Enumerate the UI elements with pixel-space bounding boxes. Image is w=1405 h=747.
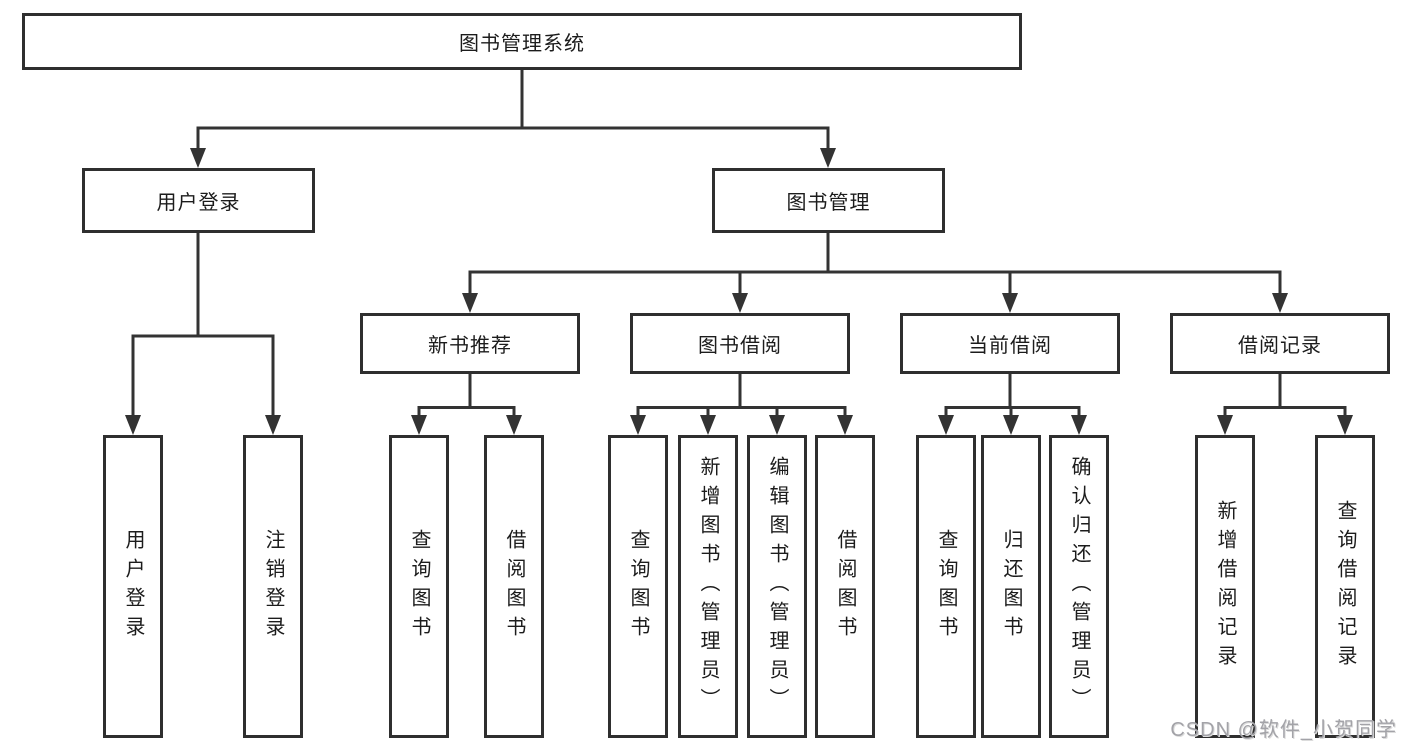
leaf-borrowing-borrow-books-label: 借阅图书 xyxy=(834,528,856,645)
leaf-borrowing-search-books: 查询图书 xyxy=(608,435,668,738)
node-current-borrowing: 当前借阅 xyxy=(900,313,1120,374)
leaf-borrowing-search-books-label: 查询图书 xyxy=(627,528,649,645)
leaf-recommend-borrow-books-label: 借阅图书 xyxy=(503,528,525,645)
leaf-logout: 注销登录 xyxy=(243,435,303,738)
leaf-logout-label: 注销登录 xyxy=(262,528,284,645)
leaf-current-confirm-return-admin: 确认归还（管理员） xyxy=(1049,435,1109,738)
edge-current-borrowing-to-leaves xyxy=(944,374,1081,417)
node-new-book-recommend-label: 新书推荐 xyxy=(428,335,512,357)
edge-root-to-level2 xyxy=(196,70,830,150)
arrowhead xyxy=(938,415,954,435)
arrowhead xyxy=(462,293,478,313)
arrowhead xyxy=(125,415,141,435)
arrowhead xyxy=(700,415,716,435)
leaf-recommend-search-books-label: 查询图书 xyxy=(408,528,430,645)
leaf-borrowing-edit-books-admin-label: 编辑图书（管理员） xyxy=(766,456,788,717)
arrowhead xyxy=(190,148,206,168)
arrowhead xyxy=(1002,293,1018,313)
leaf-user-login: 用户登录 xyxy=(103,435,163,738)
arrowhead xyxy=(769,415,785,435)
edge-book-management-to-level3 xyxy=(468,233,1282,295)
edge-new-book-recommend-to-leaves xyxy=(417,374,516,417)
arrowhead xyxy=(1217,415,1233,435)
arrowhead xyxy=(506,415,522,435)
leaf-borrowing-edit-books-admin: 编辑图书（管理员） xyxy=(747,435,807,738)
leaf-borrowing-borrow-books: 借阅图书 xyxy=(815,435,875,738)
leaf-user-login-label: 用户登录 xyxy=(122,528,144,645)
leaf-current-search-books: 查询图书 xyxy=(916,435,976,738)
csdn-watermark: CSDN @软件_小贺同学 xyxy=(1170,719,1397,741)
node-borrowing-records-label: 借阅记录 xyxy=(1238,335,1322,357)
node-user-login-label: 用户登录 xyxy=(156,192,241,214)
leaf-records-add-record-label: 新增借阅记录 xyxy=(1214,499,1236,674)
arrowhead xyxy=(732,293,748,313)
leaf-current-return-books: 归还图书 xyxy=(981,435,1041,738)
arrowhead xyxy=(1003,415,1019,435)
arrowhead xyxy=(837,415,853,435)
leaf-records-search-record: 查询借阅记录 xyxy=(1315,435,1375,738)
leaf-current-return-books-label: 归还图书 xyxy=(1000,528,1022,645)
node-current-borrowing-label: 当前借阅 xyxy=(968,335,1052,357)
edge-user-login-to-leaves xyxy=(131,233,275,417)
arrowhead xyxy=(1071,415,1087,435)
arrowhead xyxy=(1272,293,1288,313)
arrowhead xyxy=(820,148,836,168)
node-book-management: 图书管理 xyxy=(712,168,945,233)
leaf-borrowing-add-books-admin-label: 新增图书（管理员） xyxy=(697,456,719,717)
node-new-book-recommend: 新书推荐 xyxy=(360,313,580,374)
leaf-recommend-search-books: 查询图书 xyxy=(389,435,449,738)
leaf-records-add-record: 新增借阅记录 xyxy=(1195,435,1255,738)
leaf-current-confirm-return-admin-label: 确认归还（管理员） xyxy=(1068,456,1090,717)
edge-book-borrowing-to-leaves xyxy=(636,374,847,417)
arrowhead xyxy=(1337,415,1353,435)
leaf-borrowing-add-books-admin: 新增图书（管理员） xyxy=(678,435,738,738)
arrowhead xyxy=(265,415,281,435)
arrowhead xyxy=(630,415,646,435)
node-user-login: 用户登录 xyxy=(82,168,315,233)
node-book-management-label: 图书管理 xyxy=(786,192,871,214)
leaf-recommend-borrow-books: 借阅图书 xyxy=(484,435,544,738)
arrowhead xyxy=(411,415,427,435)
edge-borrowing-records-to-leaves xyxy=(1223,374,1347,417)
node-book-borrowing-label: 图书借阅 xyxy=(698,335,782,357)
leaf-current-search-books-label: 查询图书 xyxy=(935,528,957,645)
node-book-borrowing: 图书借阅 xyxy=(630,313,850,374)
node-root-label: 图书管理系统 xyxy=(459,33,585,55)
node-borrowing-records: 借阅记录 xyxy=(1170,313,1390,374)
node-root: 图书管理系统 xyxy=(22,13,1022,70)
leaf-records-search-record-label: 查询借阅记录 xyxy=(1334,499,1356,674)
